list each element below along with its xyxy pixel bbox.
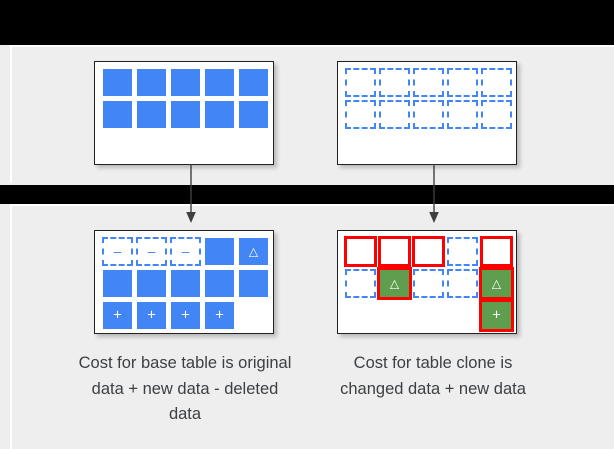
cell-dashed <box>345 68 376 97</box>
base-table-original-card <box>94 61 274 165</box>
cell-solid <box>102 100 133 129</box>
base-table-caption: Cost for base table is original data + n… <box>78 354 292 424</box>
cell-solid <box>170 100 201 129</box>
table-clone-caption: Cost for table clone is changed data + n… <box>340 354 526 398</box>
cell-plus-new: + <box>479 299 514 332</box>
cell-blank <box>413 301 444 330</box>
cell-plus-new: + <box>170 301 201 330</box>
cell-dashed <box>379 100 410 129</box>
table-clone-original-grid <box>345 68 512 129</box>
cell-solid <box>238 68 269 97</box>
cell-solid <box>170 68 201 97</box>
cell-blank <box>238 301 269 330</box>
table-clone-after-changes-grid: △ △ + <box>344 236 514 332</box>
cell-dashed <box>344 236 377 267</box>
table-clone-original-card <box>337 61 517 165</box>
table-clone-after-changes-card: △ △ + <box>337 230 517 334</box>
plus-new-icon: + <box>181 306 190 324</box>
cell-blank <box>447 301 478 330</box>
cell-dashed <box>480 236 513 267</box>
plus-new-icon: + <box>492 306 501 324</box>
cell-solid <box>204 269 235 298</box>
cell-solid <box>102 68 133 97</box>
cell-blank <box>379 301 410 330</box>
cell-minus-deleted: – <box>170 237 201 266</box>
cell-solid <box>170 269 201 298</box>
upper-panel-right-edge <box>604 45 614 47</box>
cell-solid <box>204 68 235 97</box>
cell-triangle-changed: △ <box>377 267 412 300</box>
cell-dashed <box>481 68 512 97</box>
cell-solid <box>136 100 167 129</box>
cell-solid <box>136 269 167 298</box>
plus-new-icon: + <box>147 306 156 324</box>
cell-dashed <box>345 100 376 129</box>
cell-dashed <box>413 68 444 97</box>
cell-dashed <box>447 100 478 129</box>
lower-panel-left-edge <box>10 206 12 449</box>
top-black-bar <box>0 0 614 45</box>
cell-dashed <box>447 269 478 298</box>
cell-dashed <box>412 236 445 267</box>
middle-black-bar <box>0 185 614 204</box>
cell-dashed <box>481 100 512 129</box>
cell-solid <box>136 68 167 97</box>
upper-panel-top-edge <box>10 45 614 47</box>
cell-dashed <box>379 68 410 97</box>
cell-triangle-changed: △ <box>479 267 514 300</box>
cell-minus-deleted: – <box>136 237 167 266</box>
lower-panel-top-edge <box>10 204 614 206</box>
cell-solid <box>204 237 235 266</box>
cell-dashed <box>345 269 376 298</box>
cell-solid <box>102 269 133 298</box>
triangle-changed-icon: △ <box>248 244 259 258</box>
cell-solid <box>204 100 235 129</box>
base-table-after-changes-grid: – – – △ + + + + <box>102 237 269 330</box>
minus-deleted-icon: – <box>113 242 122 259</box>
plus-new-icon: + <box>113 306 122 324</box>
cell-blank <box>345 301 376 330</box>
base-table-after-changes-card: – – – △ + + + + <box>94 230 274 334</box>
cell-solid <box>238 100 269 129</box>
cell-dashed <box>447 237 478 266</box>
cell-dashed <box>413 269 444 298</box>
cell-solid <box>238 269 269 298</box>
cell-plus-new: + <box>204 301 235 330</box>
plus-new-icon: + <box>215 306 224 324</box>
cell-plus-new: + <box>102 301 133 330</box>
base-table-original-grid <box>102 68 269 129</box>
triangle-changed-icon: △ <box>491 276 502 290</box>
upper-panel-left-edge <box>10 47 12 183</box>
cell-minus-deleted: – <box>102 237 133 266</box>
triangle-changed-icon: △ <box>389 276 400 290</box>
minus-deleted-icon: – <box>147 242 156 259</box>
cell-dashed <box>447 68 478 97</box>
cell-plus-new: + <box>136 301 167 330</box>
cell-dashed <box>413 100 444 129</box>
minus-deleted-icon: – <box>181 242 190 259</box>
cell-triangle-changed: △ <box>238 237 269 266</box>
cell-dashed <box>378 236 411 267</box>
